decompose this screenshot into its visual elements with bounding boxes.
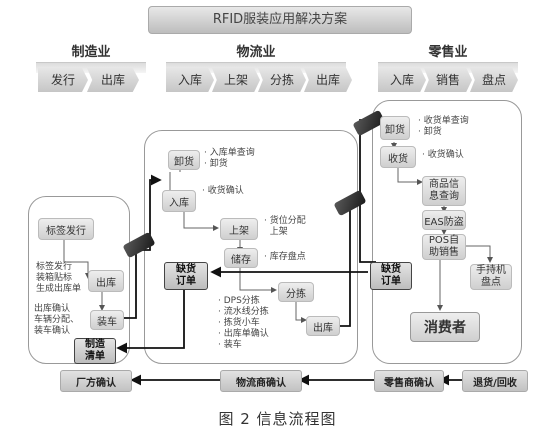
bottom-factory-confirm: 厂方确认 [60, 370, 132, 392]
step-log-shelving: 上架 [212, 68, 260, 92]
retail-unload-notes: · 收货单查询 · 卸货 [418, 116, 469, 137]
section-logistics-label: 物流业 [236, 45, 276, 60]
log-inbound-box: 入库 [162, 190, 196, 212]
log-unload-notes: · 入库单查询 · 卸货 [204, 148, 255, 169]
section-retail-bar [378, 62, 518, 73]
retail-handheld-box: 手持机 盘点 [470, 264, 512, 290]
log-sorting-notes: · DPS分拣 · 流水线分拣 · 拣货小车 · 出库单确认 · 装车 [218, 296, 269, 350]
mfg-loading-notes: 出库确认 车辆分配、 装车确认 [34, 304, 80, 336]
log-shelving-notes: · 货位分配 上架 [264, 216, 306, 237]
bottom-retailer-confirm: 零售商确认 [374, 370, 444, 392]
section-manufacturing-label: 制造业 [71, 45, 111, 60]
step-retail-inventory: 盘点 [470, 68, 518, 92]
log-storage-box: 储存 [224, 248, 258, 268]
retail-receive-box: 收货 [380, 146, 416, 168]
log-inbound-notes: · 收货确认 [202, 186, 244, 196]
log-shelving-box: 上架 [220, 218, 258, 240]
step-log-outbound: 出库 [304, 68, 352, 92]
log-unload-box: 卸货 [168, 150, 200, 170]
step-mfg-issue: 发行 [38, 68, 88, 92]
section-manufacturing-bar [36, 62, 146, 73]
retail-shortage-order-box: 缺货 订单 [370, 262, 412, 290]
mfg-loading-box: 装车 [90, 310, 124, 330]
bottom-return-recycle: 退货/回收 [462, 370, 528, 392]
log-sorting-box: 分拣 [278, 282, 314, 302]
step-retail-inbound: 入库 [378, 68, 426, 92]
log-outbound-box: 出库 [306, 316, 340, 336]
retail-receive-notes: · 收货确认 [422, 150, 464, 160]
step-log-inbound: 入库 [166, 68, 214, 92]
retail-unload-box: 卸货 [380, 116, 410, 140]
section-logistics-bar [166, 62, 346, 73]
retail-consumer-box: 消费者 [410, 312, 480, 342]
log-storage-notes: · 库存盘点 [264, 252, 306, 262]
step-mfg-outbound: 出库 [87, 68, 139, 92]
log-shortage-order-box: 缺货 订单 [164, 262, 208, 290]
step-retail-sales: 销售 [424, 68, 472, 92]
diagram-title: RFID服装应用解决方案 [148, 6, 412, 34]
mfg-tag-notes: 标签发行 装箱贴标 生成出库单 [36, 262, 82, 294]
mfg-tag-issue-box: 标签发行 [38, 218, 94, 240]
retail-product-info-box: 商品信 息查询 [422, 176, 466, 206]
mfg-manufacturing-list-box: 制造 清单 [74, 338, 116, 364]
step-log-sorting: 分拣 [258, 68, 306, 92]
mfg-outbound-box: 出库 [88, 270, 124, 292]
retail-pos-box: POS自 助销售 [422, 234, 466, 260]
retail-eas-box: EAS防盗 [422, 210, 466, 230]
section-retail-label: 零售业 [428, 45, 468, 60]
figure-caption: 图 2 信息流程图 [218, 410, 337, 428]
bottom-logistics-confirm: 物流商确认 [220, 370, 302, 392]
